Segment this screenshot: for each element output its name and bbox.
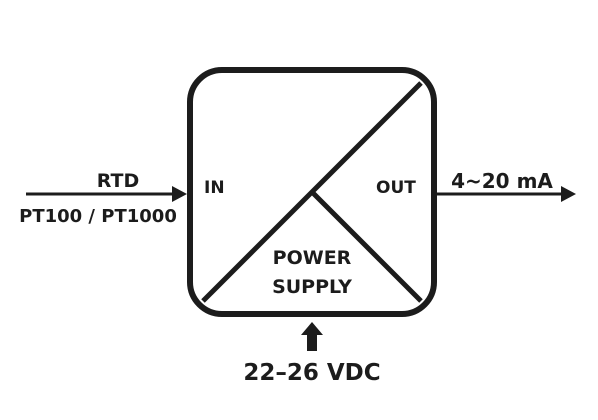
converter-block-outline (187, 67, 437, 317)
power-voltage-label: 22–26 VDC (243, 360, 380, 386)
power-supply-label-line1: POWER (273, 247, 352, 269)
power-supply-label-line2: SUPPLY (272, 276, 352, 298)
output-signal-label: 4~20 mA (451, 169, 553, 193)
block-out-label: OUT (376, 178, 416, 198)
input-sensor-label: PT100 / PT1000 (19, 206, 177, 227)
output-arrow (436, 186, 576, 202)
converter-block (187, 67, 437, 317)
block-in-label: IN (204, 178, 225, 198)
power-section-divider-line (310, 190, 423, 303)
input-arrow (26, 186, 187, 202)
input-signal-label: RTD (97, 170, 140, 192)
power-arrow (301, 322, 323, 351)
